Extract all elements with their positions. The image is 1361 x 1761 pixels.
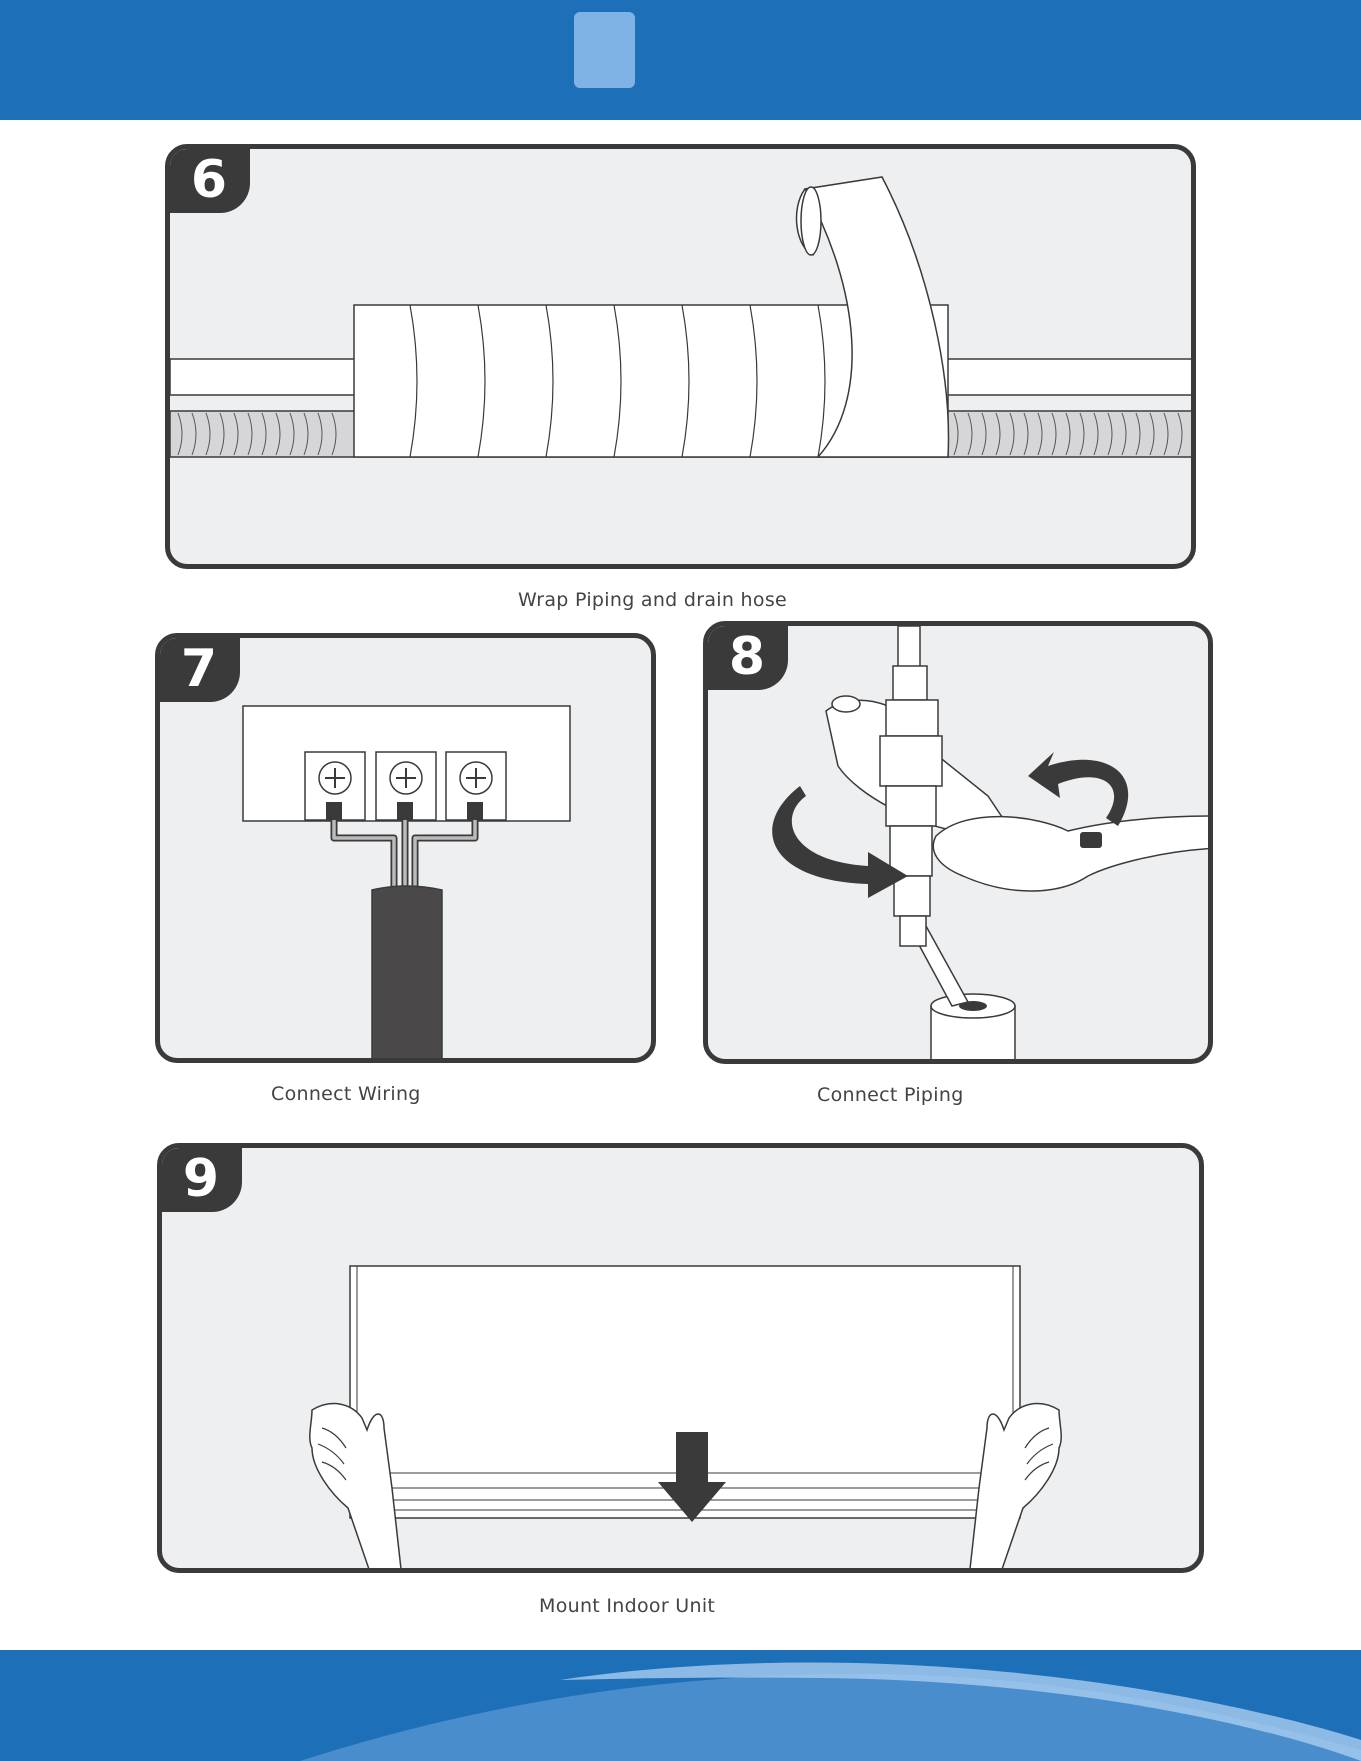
step-9-panel: 9 (157, 1143, 1204, 1573)
step-8-panel: 8 (703, 621, 1213, 1064)
step-6-panel: 6 (165, 144, 1196, 569)
step-8-caption: Connect Piping (817, 1084, 964, 1106)
footer-wave-decoration (0, 1650, 1361, 1761)
step-number-badge: 8 (706, 624, 788, 690)
wrench-flare-nut-illustration (708, 626, 1213, 1064)
step-6-caption: Wrap Piping and drain hose (518, 589, 787, 611)
step-number-badge: 9 (160, 1146, 242, 1212)
page-footer (0, 1650, 1361, 1761)
step-9-caption: Mount Indoor Unit (539, 1595, 715, 1617)
step-number-badge: 7 (158, 636, 240, 702)
step-number-badge: 6 (168, 147, 250, 213)
step-7-panel: 7 (155, 633, 656, 1063)
tape-wrap-illustration (170, 149, 1196, 569)
step-7-caption: Connect Wiring (271, 1083, 421, 1105)
header-tab-marker (574, 12, 635, 88)
page-header (0, 0, 1361, 120)
hands-mount-unit-illustration (162, 1148, 1204, 1573)
terminal-block-illustration (160, 638, 656, 1063)
